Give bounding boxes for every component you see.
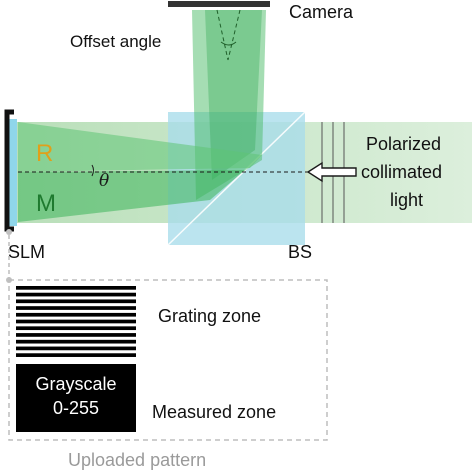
grating-zone-pattern [16,286,136,357]
region-r-label: R [36,140,53,167]
camera-body [168,1,270,7]
beam-splitter-diagonal [167,111,306,246]
camera-label: Camera [289,2,354,22]
grating-stripe [16,299,136,304]
grating-stripe [16,346,136,351]
measured-zone-block [16,364,136,432]
slm-label: SLM [8,242,45,262]
polarized-label-line1: Polarized [366,134,441,154]
grayscale-label-line2: 0-255 [53,398,99,418]
grating-stripe [16,353,136,357]
grating-stripe [16,312,136,317]
grating-stripe [16,292,136,297]
region-m-label: M [36,190,56,217]
uploaded-pattern-frame [8,279,328,441]
measured-zone-label: Measured zone [152,402,276,422]
polarized-label-line3: light [390,190,423,210]
reflected-beam-r [18,122,262,172]
uploaded-pattern-label: Uploaded pattern [68,450,206,470]
slm-connector-dot [6,229,12,235]
grating-stripe [16,326,136,331]
grating-stripe [16,333,136,337]
theta-arc [91,164,94,177]
camera-beam-core [205,10,262,180]
slm-frame [4,109,14,232]
grating-stripe [16,319,136,324]
grating-stripe [16,339,136,344]
incoming-light-arrow [306,161,357,183]
offset-angle-line-a [216,9,229,61]
offset-angle-label: Offset angle [70,32,161,51]
theta-label: θ [99,171,109,191]
reflected-beam-m [18,170,245,222]
slm-active-surface [9,119,17,226]
grating-stripe [16,286,136,290]
grating-zone-label: Grating zone [158,306,261,326]
offset-angle-line-b [227,9,241,61]
bs-label: BS [288,242,312,262]
offset-angle-arc [220,41,237,46]
grating-stripe [16,306,136,310]
polarized-label-line2: collimated [361,162,442,182]
grayscale-label-line1: Grayscale [35,374,116,394]
